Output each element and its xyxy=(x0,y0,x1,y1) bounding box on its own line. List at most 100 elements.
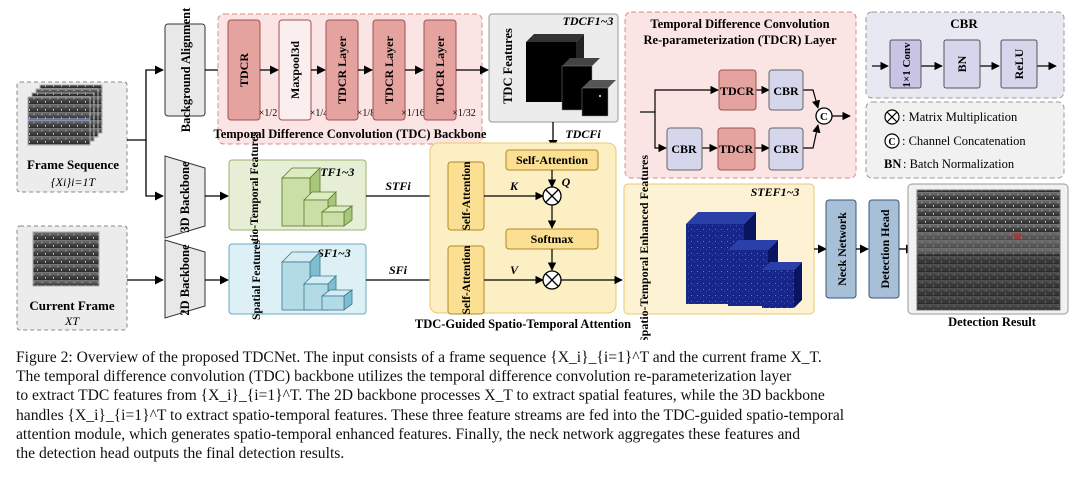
current-frame-label: Current Frame xyxy=(29,298,115,313)
legend-concat: C : Channel Concatenation xyxy=(884,133,1026,149)
figure-caption: Figure 2: Overview of the proposed TDCNe… xyxy=(16,348,1066,463)
stef-block-label: Spatio-Temporal Enhanced Features xyxy=(637,155,651,340)
caption-line: the detection head outputs the final det… xyxy=(16,445,345,463)
background-alignment-label: Background Alignment xyxy=(179,7,193,132)
background-alignment-block: Background Alignment xyxy=(164,7,206,132)
current-frame-math: XT xyxy=(64,314,80,328)
cbr-relu-block xyxy=(1000,39,1038,89)
mult-v xyxy=(542,270,562,290)
backbone-2d-label: 2D Backbone xyxy=(178,244,192,316)
tdc-scale-label: ×1/16 xyxy=(401,108,424,119)
sf-cubes xyxy=(281,251,354,311)
detection-result-panel: Detection Result xyxy=(907,183,1069,329)
tdcr-bottom-cbr2 xyxy=(768,127,804,171)
input-arrows xyxy=(127,65,164,285)
tdcr-top-tdcr xyxy=(718,69,757,111)
sf-block: Spatial Features SF1~3 xyxy=(228,239,367,320)
stef-feature-maps xyxy=(686,212,802,308)
attention-title: TDC-Guided Spatio-Temporal Attention xyxy=(415,317,631,331)
tdcr-top-cbr xyxy=(768,69,804,111)
tdc-block-label: Maxpool3d xyxy=(288,41,302,99)
cbr-bn-label: BN xyxy=(955,55,969,72)
caption-line: to extract TDC features from {X_i}_{i=1}… xyxy=(16,387,825,405)
cbr-bn-block xyxy=(943,39,981,89)
cbr-panel: CBR 1×1 Conv BN ReLU xyxy=(865,11,1065,99)
stef-block: Spatio-Temporal Enhanced Features STEF1~… xyxy=(623,155,815,340)
tdc-scale-label: ×1/32 xyxy=(452,108,475,119)
caption-line: attention module, which generates spatio… xyxy=(16,425,801,443)
detection-head-block: Detection Head xyxy=(868,199,900,299)
caption-line: handles {X_i}_{i=1}^T to extract spatio-… xyxy=(16,406,845,424)
tdcr-top-tdcr-label: TDCR xyxy=(720,84,754,98)
tdc-block-label: TDCR Layer xyxy=(433,36,447,104)
tdc-block-label: TDCR xyxy=(237,53,251,87)
tdcr-title-line2: Re-parameterization (TDCR) Layer xyxy=(644,33,837,47)
self-attention-stf-label: Self-Attention xyxy=(461,161,473,231)
legend-bn: BN : Batch Normalization xyxy=(884,157,1015,171)
neck-network-label: Neck Network xyxy=(835,212,849,286)
sfi-label: SFi xyxy=(389,263,408,277)
frame-sequence-label: Frame Sequence xyxy=(27,157,119,172)
caption-line: Figure 2: Overview of the proposed TDCNe… xyxy=(16,349,822,366)
legend-panel: : Matrix Multiplication C : Channel Conc… xyxy=(865,101,1065,179)
self-attention-sf-label: Self-Attention xyxy=(461,245,473,315)
attention-panel: TDC-Guided Spatio-Temporal Attention Sel… xyxy=(415,142,631,331)
channel-concatenation-icon xyxy=(884,133,900,149)
backbone-3d-label: 3D Backbone xyxy=(178,161,192,233)
stfi-label: STFi xyxy=(385,179,411,193)
sf-set-label: SF1~3 xyxy=(317,246,351,260)
current-frame-image xyxy=(32,231,100,287)
v-label: V xyxy=(510,263,519,277)
frame-sequence-panel: Frame Sequence {Xi}i=1T xyxy=(16,81,128,193)
tdc-block-label: TDCR Layer xyxy=(335,36,349,104)
tdc-block-label: TDCR Layer xyxy=(382,36,396,104)
neck-network-block: Neck Network xyxy=(825,199,857,299)
legend-matrix-mult: : Matrix Multiplication xyxy=(884,109,1018,125)
tdcr-concat-icon xyxy=(815,107,833,125)
architecture-diagram: Frame Sequence {Xi}i=1T Current Frame XT… xyxy=(16,7,1069,340)
q-label: Q xyxy=(562,175,571,189)
legend-matrix-mult-text: : Matrix Multiplication xyxy=(902,110,1018,124)
stf-block-label: Spatio-Temporal Features xyxy=(249,131,261,260)
tdcr-layer-panel: Temporal Difference Convolution Re-param… xyxy=(624,11,857,179)
cbr-relu-label: ReLU xyxy=(1012,48,1026,79)
backbone-3d-block: 3D Backbone xyxy=(164,155,206,239)
tdc-features-set-label: TDCF1~3 xyxy=(563,14,614,28)
tdcr-bottom-tdcr xyxy=(717,127,756,171)
tdc-backbone-title: Temporal Difference Convolution (TDC) Ba… xyxy=(214,127,487,141)
tdcr-bottom-tdcr-label: TDCR xyxy=(719,142,753,156)
tdc-features-block: TDC Features TDCF1~3 xyxy=(488,13,619,123)
cbr-conv-block xyxy=(889,39,922,89)
frame-sequence-images xyxy=(27,84,103,146)
backbone-2d-block: 2D Backbone xyxy=(164,239,206,319)
detection-head-label: Detection Head xyxy=(878,209,892,288)
tdcfi-label: TDCFi xyxy=(565,127,601,141)
cbr-title: CBR xyxy=(950,16,978,31)
self-attention-tdc-label: Self-Attention xyxy=(516,153,588,167)
legend-concat-text: : Channel Concatenation xyxy=(902,134,1026,148)
detection-result-label: Detection Result xyxy=(948,315,1037,329)
tdcr-title-line1: Temporal Difference Convolution xyxy=(650,17,829,31)
k-label: K xyxy=(509,179,519,193)
tdcr-concat-symbol: C xyxy=(820,111,828,123)
stef-set-label: STEF1~3 xyxy=(751,185,800,199)
tdc-scale-label: ×1/4 xyxy=(310,108,328,119)
tdc-features-label: TDC Features xyxy=(501,28,515,104)
mult-k-q xyxy=(542,186,562,206)
legend-bn-symbol: BN xyxy=(884,157,901,171)
sf-block-label: Spatial Features xyxy=(251,239,263,319)
cbr-conv-label: 1×1 Conv xyxy=(901,42,913,88)
frame-sequence-math: {Xi}i=1T xyxy=(51,175,97,189)
tdcr-bottom-cbr1-label: CBR xyxy=(671,142,697,156)
stf-cubes xyxy=(281,167,354,227)
legend-concat-symbol: C xyxy=(888,137,895,148)
tdcr-bottom-cbr2-label: CBR xyxy=(773,142,799,156)
tdcr-top-cbr-label: CBR xyxy=(773,84,799,98)
detection-box xyxy=(1014,233,1021,239)
current-frame-panel: Current Frame XT xyxy=(16,225,128,331)
tdc-scale-label: ×1/8 xyxy=(357,108,375,119)
stf-set-label: STF1~3 xyxy=(314,165,355,179)
caption-line: The temporal difference convolution (TDC… xyxy=(16,368,792,386)
stf-block: Spatio-Temporal Features STF1~3 xyxy=(228,131,367,260)
